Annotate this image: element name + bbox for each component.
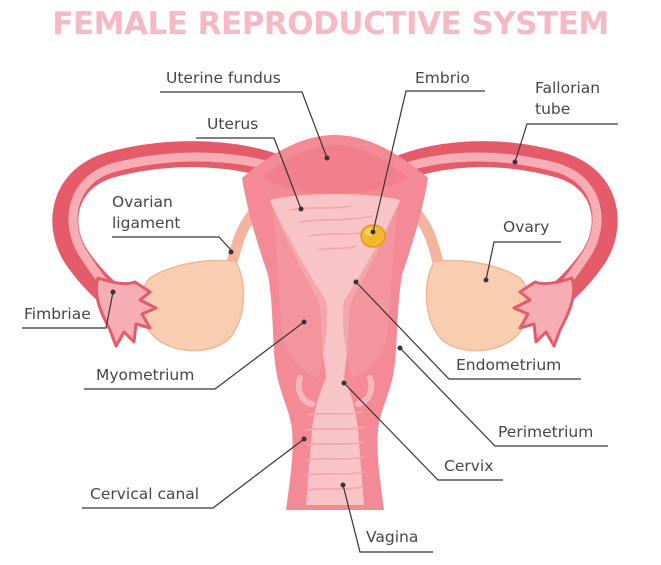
right-ovary bbox=[425, 259, 530, 352]
label-ovarian-ligament-line1: Ovarian bbox=[112, 193, 173, 211]
label-cervix: Cervix bbox=[444, 457, 494, 475]
leader-lines bbox=[22, 90, 618, 553]
embryo bbox=[360, 224, 386, 248]
label-fimbriae: Fimbriae bbox=[24, 305, 91, 323]
left-ovary bbox=[140, 259, 245, 352]
label-myometrium: Myometrium bbox=[96, 366, 195, 384]
right-fimbriae bbox=[512, 276, 576, 348]
label-uterus: Uterus bbox=[207, 115, 259, 133]
label-fallorian-tube-line1: Fallorian bbox=[535, 79, 601, 97]
label-ovarian-ligament-line2: ligament bbox=[112, 214, 181, 232]
uterus-body bbox=[242, 135, 428, 510]
diagram-title: FEMALE REPRODUCTIVE SYSTEM bbox=[52, 6, 609, 42]
label-uterine-fundus: Uterine fundus bbox=[166, 69, 281, 87]
label-fallorian-tube-line2: tube bbox=[535, 100, 571, 118]
label-embrio: Embrio bbox=[415, 69, 470, 87]
leader-dots bbox=[110, 155, 518, 488]
label-vagina: Vagina bbox=[366, 528, 419, 546]
left-fallopian-tube bbox=[52, 141, 313, 309]
label-endometrium: Endometrium bbox=[456, 356, 562, 374]
left-fimbriae bbox=[94, 276, 158, 348]
label-cervical-canal: Cervical canal bbox=[90, 485, 200, 503]
label-perimetrium: Perimetrium bbox=[498, 423, 594, 441]
label-ovary: Ovary bbox=[503, 218, 550, 236]
right-fallopian-tube bbox=[367, 141, 618, 309]
